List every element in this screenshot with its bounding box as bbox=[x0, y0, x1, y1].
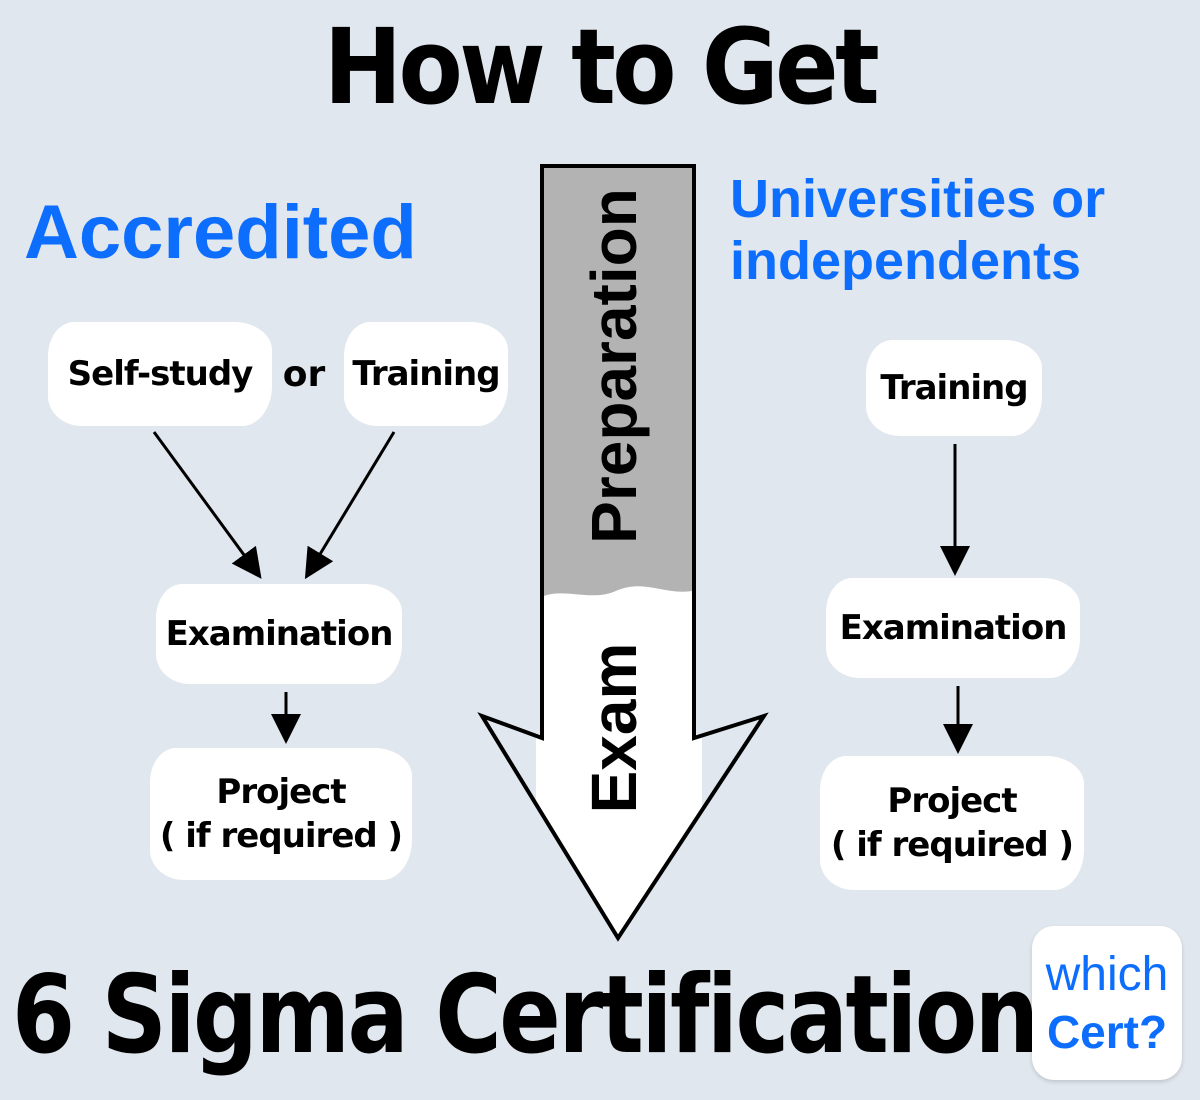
self-study-box: Self-study bbox=[48, 322, 272, 426]
accredited-heading: Accredited bbox=[24, 190, 417, 275]
examination-box-left: Examination bbox=[156, 584, 402, 684]
training-box-left: Training bbox=[344, 322, 508, 426]
whichcert-logo[interactable]: which Cert? bbox=[1032, 926, 1182, 1080]
exam-label: Exam bbox=[578, 642, 650, 814]
or-connector: or bbox=[282, 354, 326, 395]
examination-label-right: Examination bbox=[839, 608, 1068, 648]
project-box-left: Project ( if required ) bbox=[150, 748, 412, 880]
preparation-section bbox=[536, 166, 700, 608]
self-study-label: Self-study bbox=[67, 354, 254, 394]
universities-heading: Universities or independents bbox=[730, 168, 1105, 292]
arrow-selfstudy-to-exam bbox=[152, 431, 262, 579]
process-arrow bbox=[477, 164, 769, 942]
examination-box-right: Examination bbox=[826, 578, 1080, 678]
training-label-left: Training bbox=[352, 354, 500, 394]
training-label-right: Training bbox=[880, 368, 1028, 408]
project-label-left: Project bbox=[216, 772, 346, 812]
universities-heading-line2: independents bbox=[730, 231, 1082, 291]
arrow-training-to-exam bbox=[304, 431, 396, 580]
title-top: How to Get bbox=[323, 6, 880, 128]
if-required-label-right: ( if required ) bbox=[830, 825, 1074, 865]
project-box-right: Project ( if required ) bbox=[820, 756, 1084, 890]
logo-text-cert: Cert? bbox=[1046, 1006, 1168, 1058]
training-box-right: Training bbox=[866, 340, 1042, 436]
universities-heading-line1: Universities or bbox=[730, 169, 1106, 229]
logo-text-which: which bbox=[1045, 948, 1169, 1001]
project-label-right: Project bbox=[887, 781, 1017, 821]
title-bottom: 6 Sigma Certification bbox=[12, 953, 1039, 1078]
exam-section bbox=[536, 586, 702, 938]
examination-label-left: Examination bbox=[165, 614, 394, 654]
if-required-label-left: ( if required ) bbox=[159, 816, 403, 856]
preparation-label: Preparation bbox=[578, 188, 650, 544]
